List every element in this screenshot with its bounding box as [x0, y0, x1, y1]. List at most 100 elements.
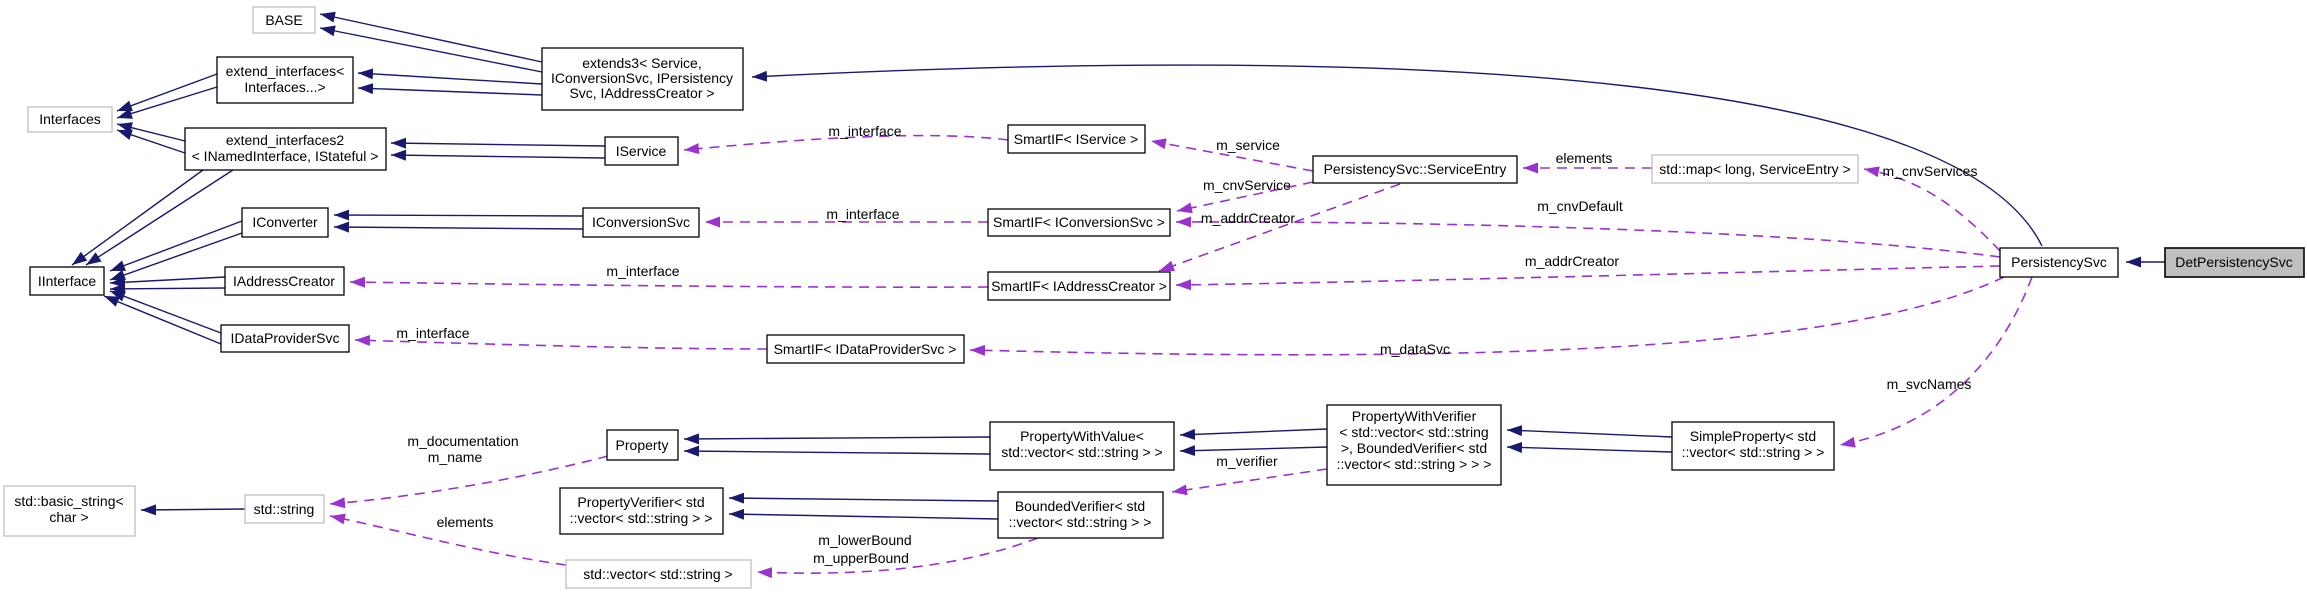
node-smartif-idataprovidersvc[interactable]: SmartIF< IDataProviderSvc > — [766, 334, 965, 364]
node-stdbasicstring-box — [3, 485, 136, 537]
node-extend-interfaces-box[interactable] — [216, 56, 354, 104]
node-base: BASE — [252, 6, 316, 34]
edge-iconversionsvc-iconverter-2 — [333, 221, 584, 233]
edge-boundedverifier-stdvector — [756, 537, 1039, 579]
node-iinterface-box[interactable] — [29, 266, 105, 296]
edge-iconversionsvc-iconverter-1 — [333, 209, 584, 221]
node-simpleproperty[interactable]: SimpleProperty< std ::vector< std::strin… — [1671, 421, 1835, 471]
node-extend-interfaces2[interactable]: extend_interfaces2 < INamedInterface, IS… — [184, 127, 387, 171]
edge-extendinterfaces2-interfaces-2 — [116, 129, 186, 154]
node-property-box[interactable] — [606, 429, 679, 461]
node-property-label: Property — [616, 437, 669, 453]
edge-idataprovidersvc-iinterface-2 — [103, 295, 222, 345]
edge-extendinterfaces2-interfaces-1 — [116, 122, 186, 142]
node-smartif-iservice[interactable]: SmartIF< IService > — [1007, 124, 1146, 154]
node-propertywithvalue[interactable]: PropertyWithValue< std::vector< std::str… — [989, 421, 1175, 471]
edge-persistencysvc-extends3 — [751, 64, 2043, 247]
edge-iaddresscreator-iinterface-2 — [109, 283, 226, 295]
edge-labels: m_interface m_service m_cnvService m_add… — [396, 123, 1977, 566]
node-stdbasicstring: std::basic_string< char > — [3, 485, 136, 537]
node-iconversionsvc-label: IConversionSvc — [592, 214, 690, 230]
node-smartif-iaddresscreator[interactable]: SmartIF< IAddressCreator > — [987, 271, 1171, 301]
node-extend-interfaces2-label: extend_interfaces2 — [226, 132, 345, 148]
node-extends3-label: Svc, IAddressCreator > — [569, 85, 714, 101]
node-interfaces-box — [27, 106, 113, 133]
node-boundedverifier-label: BoundedVerifier< std — [1015, 498, 1145, 514]
edge-simpleproperty-propertywithverifier-2 — [1506, 441, 1673, 453]
node-serviceentry-box[interactable] — [1312, 155, 1518, 184]
node-smartif-iconversionsvc-box[interactable] — [987, 208, 1171, 237]
edge-stdvector-stdstring — [329, 513, 567, 566]
node-simpleproperty-label: SimpleProperty< std — [1690, 428, 1816, 444]
node-iinterface-label: IInterface — [38, 273, 97, 289]
node-smartif-iconversionsvc[interactable]: SmartIF< IConversionSvc > — [987, 208, 1171, 237]
node-persistencysvc-box[interactable] — [1999, 247, 2119, 278]
node-iaddresscreator-box[interactable] — [224, 266, 345, 296]
edge-iservice-extendinterfaces2-2 — [390, 149, 606, 161]
inheritance-edges — [71, 11, 2165, 520]
node-stdvector-label: std::vector< std::string > — [583, 566, 732, 582]
edge-smartifiaddresscreator-iaddresscreator — [349, 276, 989, 288]
edge-label-m-lowerbound: m_lowerBound — [818, 532, 911, 548]
node-stdstring-box — [244, 494, 325, 524]
node-extend-interfaces[interactable]: extend_interfaces< Interfaces...> — [216, 56, 354, 104]
node-iconversionsvc-box[interactable] — [582, 207, 700, 238]
node-extends3[interactable]: extends3< Service, IConversionSvc, IPers… — [541, 47, 744, 111]
edge-extendinterfaces-interfaces-1 — [116, 73, 218, 112]
node-propertywithverifier-label: ::vector< std::string > > > — [1337, 456, 1492, 472]
node-simpleproperty-box[interactable] — [1671, 421, 1835, 471]
node-iservice[interactable]: IService — [604, 136, 679, 166]
edge-property-stdstring — [329, 455, 609, 509]
node-iinterface[interactable]: IInterface — [29, 266, 105, 296]
node-propertyverifier-box[interactable] — [559, 487, 724, 535]
node-base-box — [252, 6, 316, 34]
node-propertywithverifier-box[interactable] — [1326, 404, 1502, 486]
edge-label-m-cnvdefault: m_cnvDefault — [1537, 198, 1623, 214]
node-propertywithvalue-box[interactable] — [989, 421, 1175, 471]
node-iconverter[interactable]: IConverter — [241, 207, 329, 238]
node-smartif-iconversionsvc-label: SmartIF< IConversionSvc > — [993, 214, 1165, 230]
node-boundedverifier-label: ::vector< std::string > > — [1009, 514, 1152, 530]
node-iservice-box[interactable] — [604, 136, 679, 166]
node-propertyverifier[interactable]: PropertyVerifier< std ::vector< std::str… — [559, 487, 724, 535]
edge-serviceentry-smartificonversionsvc — [1176, 181, 1314, 214]
node-propertywithverifier[interactable]: PropertyWithVerifier < std::vector< std:… — [1326, 404, 1502, 486]
edge-propertywithvalue-property-2 — [683, 445, 991, 457]
node-interfaces-label: Interfaces — [39, 111, 100, 127]
edge-idataprovidersvc-iinterface-1 — [109, 290, 222, 334]
node-extend-interfaces2-box[interactable] — [184, 127, 387, 171]
node-stdbasicstring-label: char > — [49, 509, 88, 525]
node-persistencysvc[interactable]: PersistencySvc — [1999, 247, 2119, 278]
edge-simpleproperty-propertywithverifier-1 — [1506, 425, 1673, 438]
edge-label-m-addrcreator-serviceentry: m_addrCreator — [1201, 210, 1295, 226]
edge-extends3-extendinterfaces-1 — [357, 68, 543, 85]
node-smartif-iaddresscreator-box[interactable] — [987, 271, 1171, 301]
node-smartif-idataprovidersvc-box[interactable] — [766, 334, 965, 364]
edge-label-m-documentation: m_documentation — [407, 433, 518, 449]
node-stdmap: std::map< long, ServiceEntry > — [1651, 154, 1859, 184]
node-extends3-label: IConversionSvc, IPersistency — [551, 70, 733, 86]
edge-boundedverifier-propertyverifier-1 — [728, 492, 999, 504]
node-boundedverifier[interactable]: BoundedVerifier< std ::vector< std::stri… — [997, 491, 1164, 539]
usage-edges — [329, 134, 2033, 579]
node-idataprovidersvc[interactable]: IDataProviderSvc — [220, 324, 350, 353]
node-serviceentry[interactable]: PersistencySvc::ServiceEntry — [1312, 155, 1518, 184]
node-serviceentry-label: PersistencySvc::ServiceEntry — [1324, 161, 1507, 177]
edge-extends3-base-1 — [319, 11, 543, 63]
node-extend-interfaces-label: extend_interfaces< — [226, 63, 345, 79]
node-detpersistencysvc-box — [2164, 247, 2305, 278]
node-iconversionsvc[interactable]: IConversionSvc — [582, 207, 700, 238]
node-boundedverifier-box[interactable] — [997, 491, 1164, 539]
node-iconverter-box[interactable] — [241, 207, 329, 238]
node-iaddresscreator-label: IAddressCreator — [233, 273, 335, 289]
node-idataprovidersvc-box[interactable] — [220, 324, 350, 353]
node-iaddresscreator[interactable]: IAddressCreator — [224, 266, 345, 296]
node-propertyverifier-label: ::vector< std::string > > — [570, 510, 713, 526]
node-persistencysvc-label: PersistencySvc — [2011, 254, 2107, 270]
node-extends3-box[interactable] — [541, 47, 744, 111]
node-propertywithverifier-label: PropertyWithVerifier — [1352, 408, 1477, 424]
node-property[interactable]: Property — [606, 429, 679, 461]
node-detpersistencysvc: DetPersistencySvc — [2164, 247, 2305, 278]
node-smartif-iservice-box[interactable] — [1007, 124, 1146, 154]
node-smartif-iaddresscreator-label: SmartIF< IAddressCreator > — [991, 278, 1167, 294]
